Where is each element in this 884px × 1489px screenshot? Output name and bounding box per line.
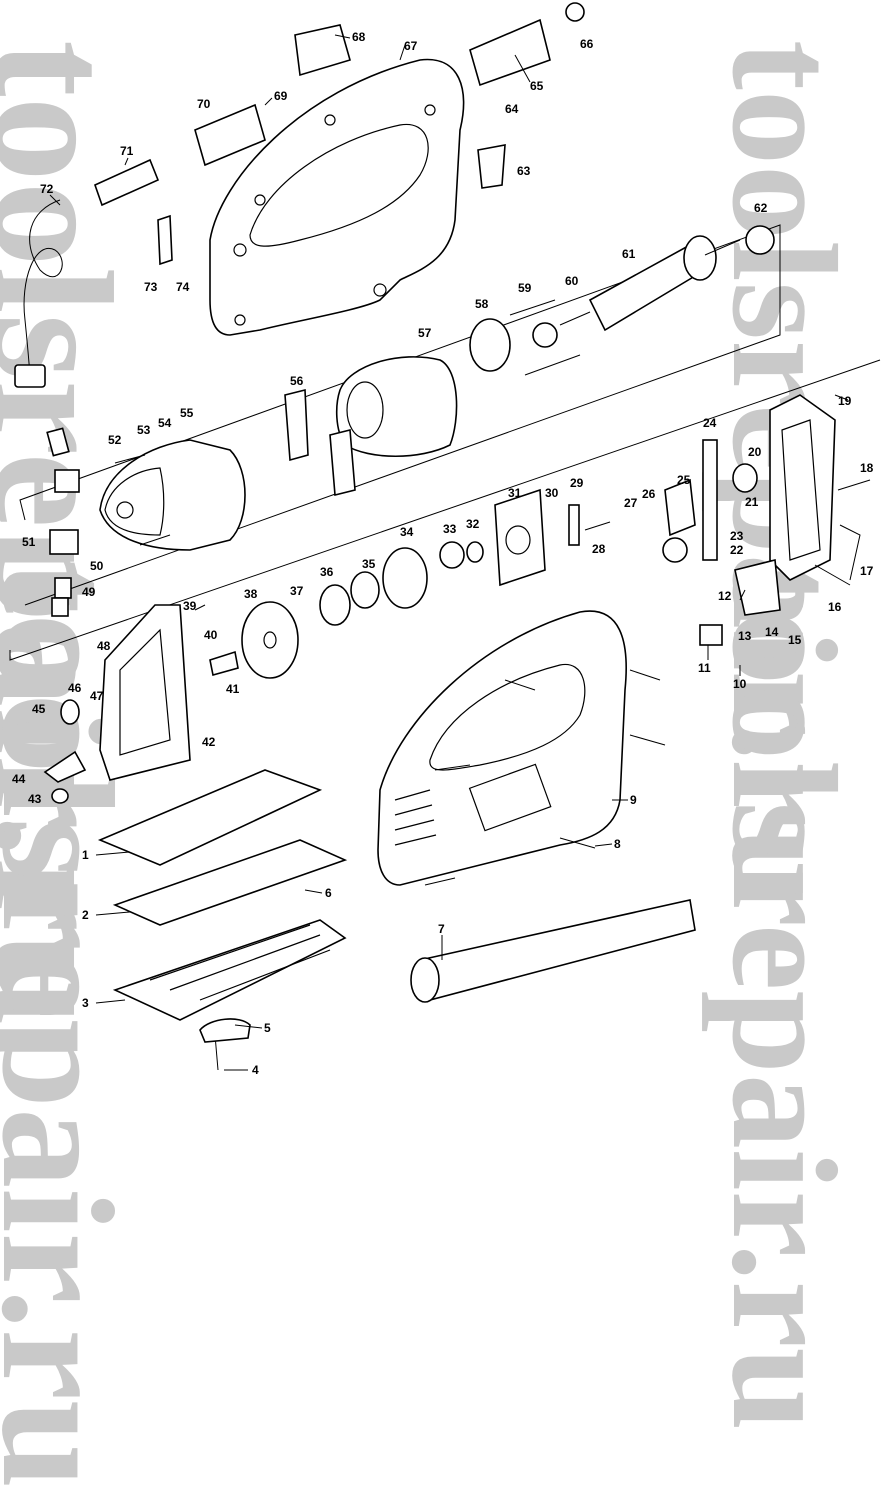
- callout-11: 11: [698, 661, 711, 675]
- callout-9: 9: [630, 793, 637, 807]
- callout-42: 42: [202, 735, 216, 749]
- callout-49: 49: [82, 585, 96, 599]
- callout-12: 12: [718, 589, 732, 603]
- callout-4: 4: [252, 1063, 259, 1077]
- callout-15: 15: [788, 633, 802, 647]
- gear-housing-part: [99, 604, 191, 781]
- dust-tube-part: [410, 899, 696, 1003]
- brush-holder-parts: [46, 427, 80, 617]
- armature-part: [559, 225, 775, 332]
- callout-34: 34: [400, 525, 414, 539]
- callout-33: 33: [443, 522, 457, 536]
- callout-32: 32: [466, 517, 480, 531]
- callout-1: 1: [82, 848, 89, 862]
- callout-23: 23: [730, 529, 744, 543]
- callout-21: 21: [745, 495, 759, 509]
- callout-56: 56: [290, 374, 304, 388]
- callout-10: 10: [733, 677, 747, 691]
- callout-2: 2: [82, 908, 89, 922]
- support-plate-part: [769, 394, 836, 581]
- callout-31: 31: [508, 486, 522, 500]
- leader-lines: [49, 34, 849, 1071]
- callout-64: 64: [505, 102, 519, 116]
- lower-housing-part: [377, 610, 627, 886]
- callout-5: 5: [264, 1021, 271, 1035]
- callout-41: 41: [226, 682, 240, 696]
- callout-16: 16: [828, 600, 842, 614]
- callout-38: 38: [244, 587, 258, 601]
- base-plate-part: [97, 769, 348, 1021]
- callout-6: 6: [325, 886, 332, 900]
- callout-48: 48: [97, 639, 111, 653]
- callout-62: 62: [754, 201, 768, 215]
- callout-66: 66: [580, 37, 594, 51]
- callout-58: 58: [475, 297, 489, 311]
- callout-19: 19: [838, 394, 852, 408]
- callout-44: 44: [12, 772, 26, 786]
- small-hardware-parts: [43, 144, 871, 1071]
- callout-7: 7: [438, 922, 445, 936]
- callout-43: 43: [28, 792, 42, 806]
- assembly-frame: [9, 224, 881, 661]
- callout-68: 68: [352, 30, 366, 44]
- switch-part: [194, 2, 585, 167]
- callout-40: 40: [204, 628, 218, 642]
- callout-53: 53: [137, 423, 151, 437]
- callout-74: 74: [176, 280, 190, 294]
- callout-39: 39: [183, 599, 197, 613]
- callout-57: 57: [418, 326, 432, 340]
- upper-housing-part: [209, 58, 465, 336]
- callout-46: 46: [68, 681, 82, 695]
- callout-14: 14: [765, 625, 779, 639]
- callout-73: 73: [144, 280, 158, 294]
- callout-59: 59: [518, 281, 532, 295]
- callout-50: 50: [90, 559, 104, 573]
- callout-27: 27: [624, 496, 638, 510]
- callout-61: 61: [622, 247, 636, 261]
- callout-35: 35: [362, 557, 376, 571]
- callout-45: 45: [32, 702, 46, 716]
- callout-70: 70: [197, 97, 211, 111]
- callout-36: 36: [320, 565, 334, 579]
- callout-52: 52: [108, 433, 122, 447]
- callout-37: 37: [290, 584, 304, 598]
- callout-65: 65: [530, 79, 544, 93]
- callout-18: 18: [860, 461, 874, 475]
- callout-25: 25: [677, 473, 691, 487]
- callout-22: 22: [730, 543, 744, 557]
- callout-17: 17: [860, 564, 874, 578]
- callout-labels: 1 2 3 4 5 6 7 8 9 10 11 12 13 14 15 16 1…: [12, 30, 874, 1077]
- callout-30: 30: [545, 486, 559, 500]
- callout-51: 51: [22, 535, 36, 549]
- callout-72: 72: [40, 182, 54, 196]
- callout-24: 24: [703, 416, 717, 430]
- callout-71: 71: [120, 144, 134, 158]
- plate-31-part: [494, 488, 546, 587]
- power-cord-part: [14, 158, 160, 388]
- callout-55: 55: [180, 406, 194, 420]
- callout-60: 60: [565, 274, 579, 288]
- callout-63: 63: [517, 164, 531, 178]
- lever-parts: [568, 439, 861, 646]
- callout-8: 8: [614, 837, 621, 851]
- callout-69: 69: [274, 89, 288, 103]
- motor-housing-part: [99, 439, 246, 551]
- callout-47: 47: [90, 689, 104, 703]
- callout-26: 26: [642, 487, 656, 501]
- callout-29: 29: [570, 476, 584, 490]
- callout-54: 54: [158, 416, 172, 430]
- drawing-canvas: 1 2 3 4 5 6 7 8 9 10 11 12 13 14 15 16 1…: [9, 2, 881, 1077]
- bearing-parts: [241, 318, 558, 679]
- callout-13: 13: [738, 629, 752, 643]
- callout-20: 20: [748, 445, 762, 459]
- callout-67: 67: [404, 39, 418, 53]
- callout-3: 3: [82, 996, 89, 1010]
- stator-part: [335, 356, 458, 457]
- callout-28: 28: [592, 542, 606, 556]
